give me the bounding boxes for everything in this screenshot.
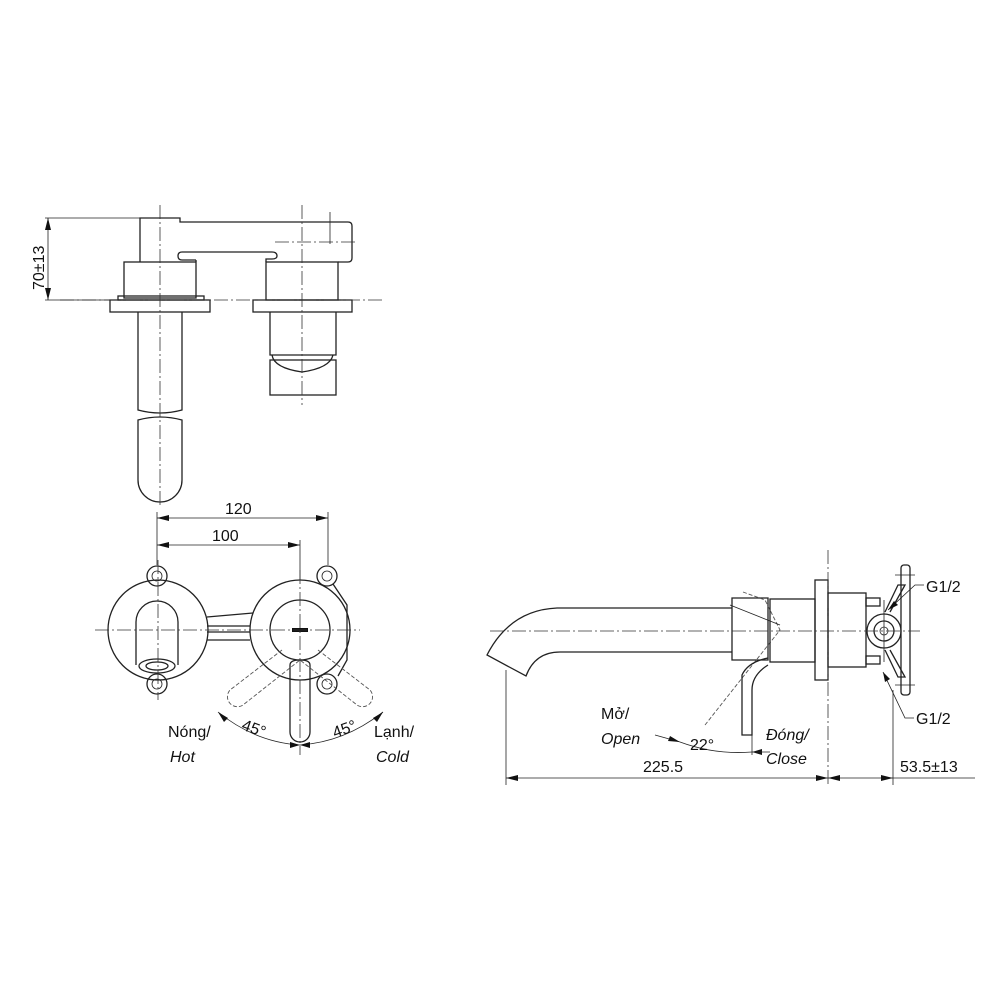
rotation-angle-label: 22° [690, 737, 714, 754]
mounting-lugs [146, 565, 348, 695]
side-view: G1/2 G1/2 Mở/ Open 22° Đóng/ Close 225.5… [486, 550, 975, 785]
length-dimensions: 225.5 53.5±13 [505, 670, 975, 785]
height-dimension: 70±13 [31, 217, 140, 301]
open-label-en: Open [601, 731, 640, 748]
hot-label-en: Hot [170, 749, 195, 766]
thread-callouts: G1/2 G1/2 [882, 579, 961, 728]
close-label-vi: Đóng/ [766, 727, 810, 744]
angle-cold-label: 45° [330, 718, 359, 742]
thread-bottom-label: G1/2 [916, 711, 951, 728]
dim-120-label: 120 [225, 501, 252, 518]
cold-label-en: Cold [376, 749, 410, 766]
thread-top-label: G1/2 [926, 579, 961, 596]
close-label-en: Close [766, 751, 807, 768]
dim-100-label: 100 [212, 528, 239, 545]
top-view: 70±13 [31, 205, 382, 505]
front-view: 120 100 45° 45° Nóng/ Hot Lạnh/ Cold [95, 501, 415, 766]
hot-label-vi: Nóng/ [168, 724, 211, 741]
cold-label-vi: Lạnh/ [374, 724, 415, 741]
open-label-vi: Mở/ [601, 706, 630, 723]
depth-dim-label: 53.5±13 [900, 759, 958, 776]
height-dim-label: 70±13 [31, 246, 48, 290]
width-dimensions: 120 100 [156, 501, 329, 580]
length-dim-label: 225.5 [643, 759, 683, 776]
